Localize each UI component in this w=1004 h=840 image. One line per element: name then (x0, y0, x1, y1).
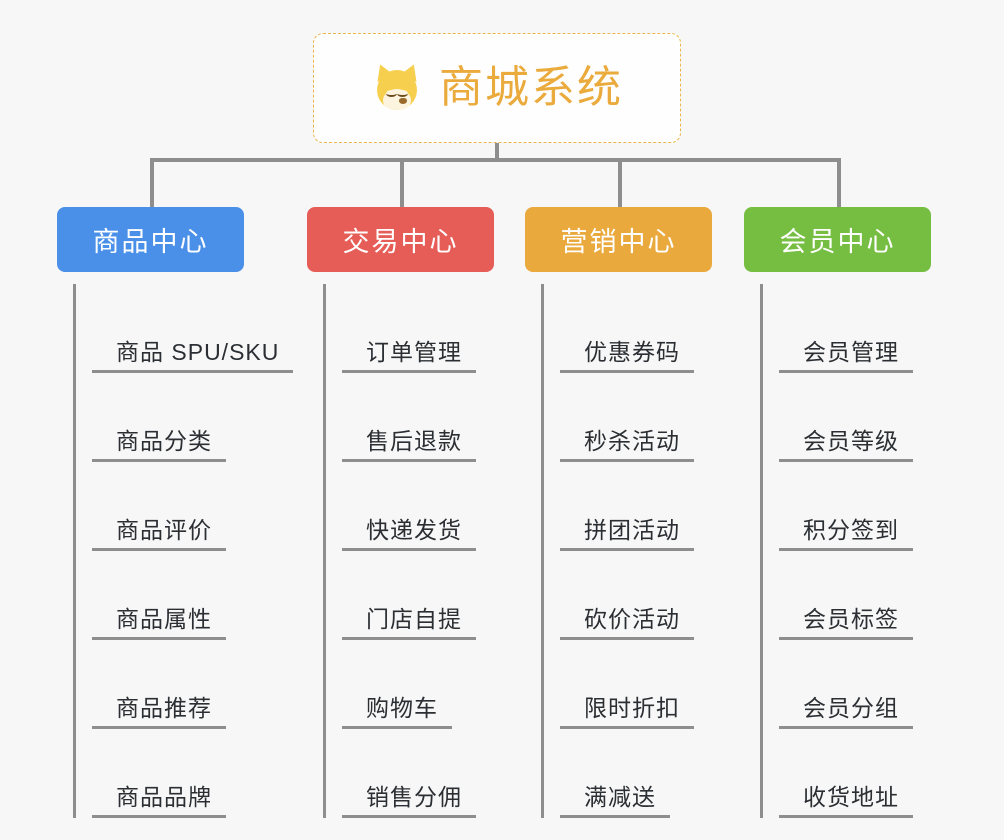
connector-branch-stem-2 (400, 158, 404, 209)
list-item[interactable]: 商品品牌 (92, 729, 244, 818)
leaf-label: 会员等级 (779, 428, 913, 462)
leaf-label: 商品分类 (92, 428, 226, 462)
list-item[interactable]: 商品属性 (92, 551, 244, 640)
branch-header-label: 商品中心 (92, 227, 209, 257)
leaf-label: 销售分佣 (342, 784, 476, 818)
branch-column-product: 商品中心 商品 SPU/SKU 商品分类 商品评价 商品属性 商品推荐 商品品牌 (57, 207, 294, 818)
leaf-label: 限时折扣 (560, 695, 694, 729)
branch-header-product[interactable]: 商品中心 (57, 207, 244, 272)
branch-children-product: 商品 SPU/SKU 商品分类 商品评价 商品属性 商品推荐 商品品牌 (73, 284, 294, 818)
leaf-label: 拼团活动 (560, 517, 694, 551)
list-item[interactable]: 满减送 (560, 729, 712, 818)
branch-header-label: 会员中心 (779, 227, 896, 257)
connector-branch-stem-1 (150, 158, 154, 209)
list-item[interactable]: 秒杀活动 (560, 373, 712, 462)
leaf-label: 优惠券码 (560, 339, 694, 373)
connector-root-stem (495, 143, 499, 162)
branch-header-label: 交易中心 (342, 227, 459, 257)
list-item[interactable]: 商品评价 (92, 462, 244, 551)
leaf-label: 商品 SPU/SKU (92, 339, 294, 373)
list-item[interactable]: 销售分佣 (342, 729, 494, 818)
branch-header-member[interactable]: 会员中心 (744, 207, 931, 272)
branch-header-marketing[interactable]: 营销中心 (525, 207, 712, 272)
leaf-label: 会员标签 (779, 606, 913, 640)
list-item[interactable]: 积分签到 (779, 462, 931, 551)
list-item[interactable]: 商品分类 (92, 373, 244, 462)
list-item[interactable]: 商品 SPU/SKU (92, 284, 294, 373)
list-item[interactable]: 购物车 (342, 640, 494, 729)
leaf-label: 售后退款 (342, 428, 476, 462)
list-item[interactable]: 收货地址 (779, 729, 931, 818)
list-item[interactable]: 会员等级 (779, 373, 931, 462)
connector-horizontal-bus (150, 158, 841, 162)
list-item[interactable]: 会员标签 (779, 551, 931, 640)
root-node[interactable]: 商城系统 (313, 33, 681, 143)
list-item[interactable]: 快递发货 (342, 462, 494, 551)
leaf-label: 商品推荐 (92, 695, 226, 729)
leaf-label: 商品品牌 (92, 784, 226, 818)
leaf-label: 购物车 (342, 695, 452, 729)
shiba-dog-face-icon (371, 61, 423, 114)
leaf-label: 会员分组 (779, 695, 913, 729)
branch-column-marketing: 营销中心 优惠券码 秒杀活动 拼团活动 砍价活动 限时折扣 满减送 (525, 207, 712, 818)
branch-header-label: 营销中心 (560, 227, 677, 257)
connector-branch-stem-4 (837, 158, 841, 209)
leaf-label: 会员管理 (779, 339, 913, 373)
list-item[interactable]: 会员分组 (779, 640, 931, 729)
leaf-label: 订单管理 (342, 339, 476, 373)
leaf-label: 积分签到 (779, 517, 913, 551)
list-item[interactable]: 会员管理 (779, 284, 931, 373)
branch-header-trade[interactable]: 交易中心 (307, 207, 494, 272)
leaf-label: 快递发货 (342, 517, 476, 551)
leaf-label: 秒杀活动 (560, 428, 694, 462)
leaf-label: 砍价活动 (560, 606, 694, 640)
list-item[interactable]: 售后退款 (342, 373, 494, 462)
list-item[interactable]: 优惠券码 (560, 284, 712, 373)
leaf-label: 门店自提 (342, 606, 476, 640)
list-item[interactable]: 门店自提 (342, 551, 494, 640)
leaf-label: 商品评价 (92, 517, 226, 551)
leaf-label: 商品属性 (92, 606, 226, 640)
connector-branch-stem-3 (618, 158, 622, 209)
leaf-label: 收货地址 (779, 784, 913, 818)
branch-column-member: 会员中心 会员管理 会员等级 积分签到 会员标签 会员分组 收货地址 (744, 207, 931, 818)
list-item[interactable]: 订单管理 (342, 284, 494, 373)
branch-children-member: 会员管理 会员等级 积分签到 会员标签 会员分组 收货地址 (760, 284, 931, 818)
list-item[interactable]: 限时折扣 (560, 640, 712, 729)
list-item[interactable]: 拼团活动 (560, 462, 712, 551)
leaf-label: 满减送 (560, 784, 670, 818)
branch-children-trade: 订单管理 售后退款 快递发货 门店自提 购物车 销售分佣 (323, 284, 494, 818)
branch-children-marketing: 优惠券码 秒杀活动 拼团活动 砍价活动 限时折扣 满减送 (541, 284, 712, 818)
list-item[interactable]: 砍价活动 (560, 551, 712, 640)
branch-column-trade: 交易中心 订单管理 售后退款 快递发货 门店自提 购物车 销售分佣 (307, 207, 494, 818)
root-title: 商城系统 (439, 63, 623, 112)
list-item[interactable]: 商品推荐 (92, 640, 244, 729)
